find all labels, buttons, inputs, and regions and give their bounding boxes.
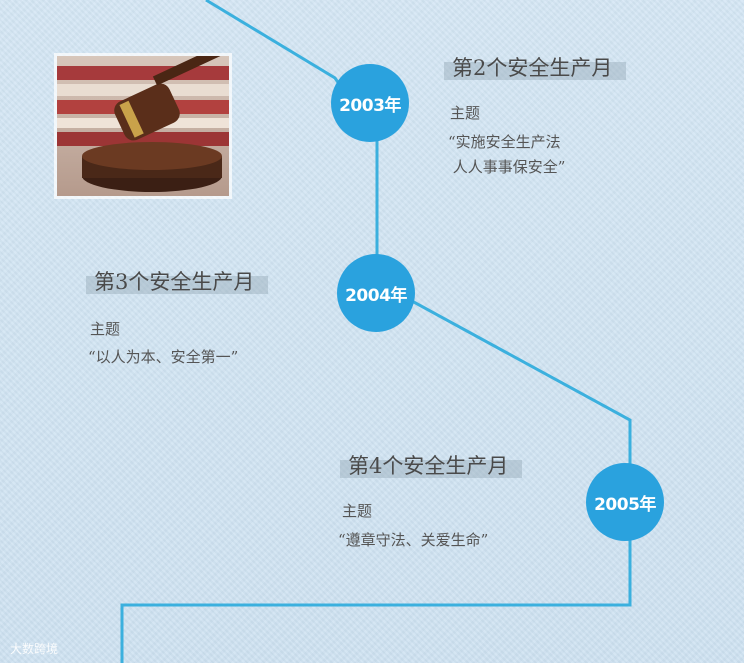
theme-quote-2003: “实施安全生产法 人人事事保安全” bbox=[448, 130, 565, 180]
theme-quote-2005: “遵章守法、关爱生命” bbox=[338, 528, 488, 553]
theme-quote-2004: “以人为本、安全第一” bbox=[88, 345, 238, 370]
theme-label-2005: 主题 bbox=[342, 500, 372, 521]
year-circle-2003: 2003年 bbox=[331, 64, 409, 142]
gavel-photo bbox=[57, 56, 229, 196]
heading-2004: 第3个安全生产月 bbox=[90, 266, 260, 296]
theme-label-2003: 主题 bbox=[450, 102, 480, 123]
heading-2005: 第4个安全生产月 bbox=[344, 450, 514, 480]
gavel-icon bbox=[57, 56, 229, 196]
year-circle-2004: 2004年 bbox=[337, 254, 415, 332]
year-circle-2005: 2005年 bbox=[586, 463, 664, 541]
heading-2003: 第2个安全生产月 bbox=[448, 52, 618, 82]
theme-label-2004: 主题 bbox=[90, 318, 120, 339]
watermark: 大数跨境 bbox=[10, 640, 58, 657]
